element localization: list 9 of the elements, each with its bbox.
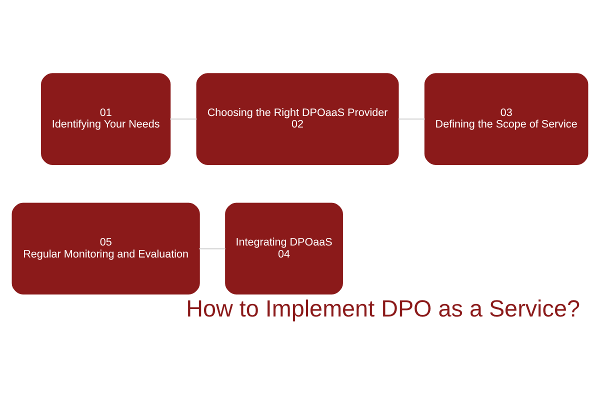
connector xyxy=(170,118,197,120)
node-box: 01 Identifying Your Needs xyxy=(41,72,171,164)
node-box: Choosing the Right DPOaaS Provider 02 xyxy=(196,72,399,164)
node-box: 03 Defining the Scope of Service xyxy=(424,72,588,164)
node-box: Integrating DPOaaS 04 xyxy=(225,202,343,294)
diagram-title: How to Implement DPO as a Service? xyxy=(186,294,580,321)
connector xyxy=(398,118,425,120)
node-box: 05 Regular Monitoring and Evaluation xyxy=(12,202,200,294)
connector xyxy=(199,247,226,249)
